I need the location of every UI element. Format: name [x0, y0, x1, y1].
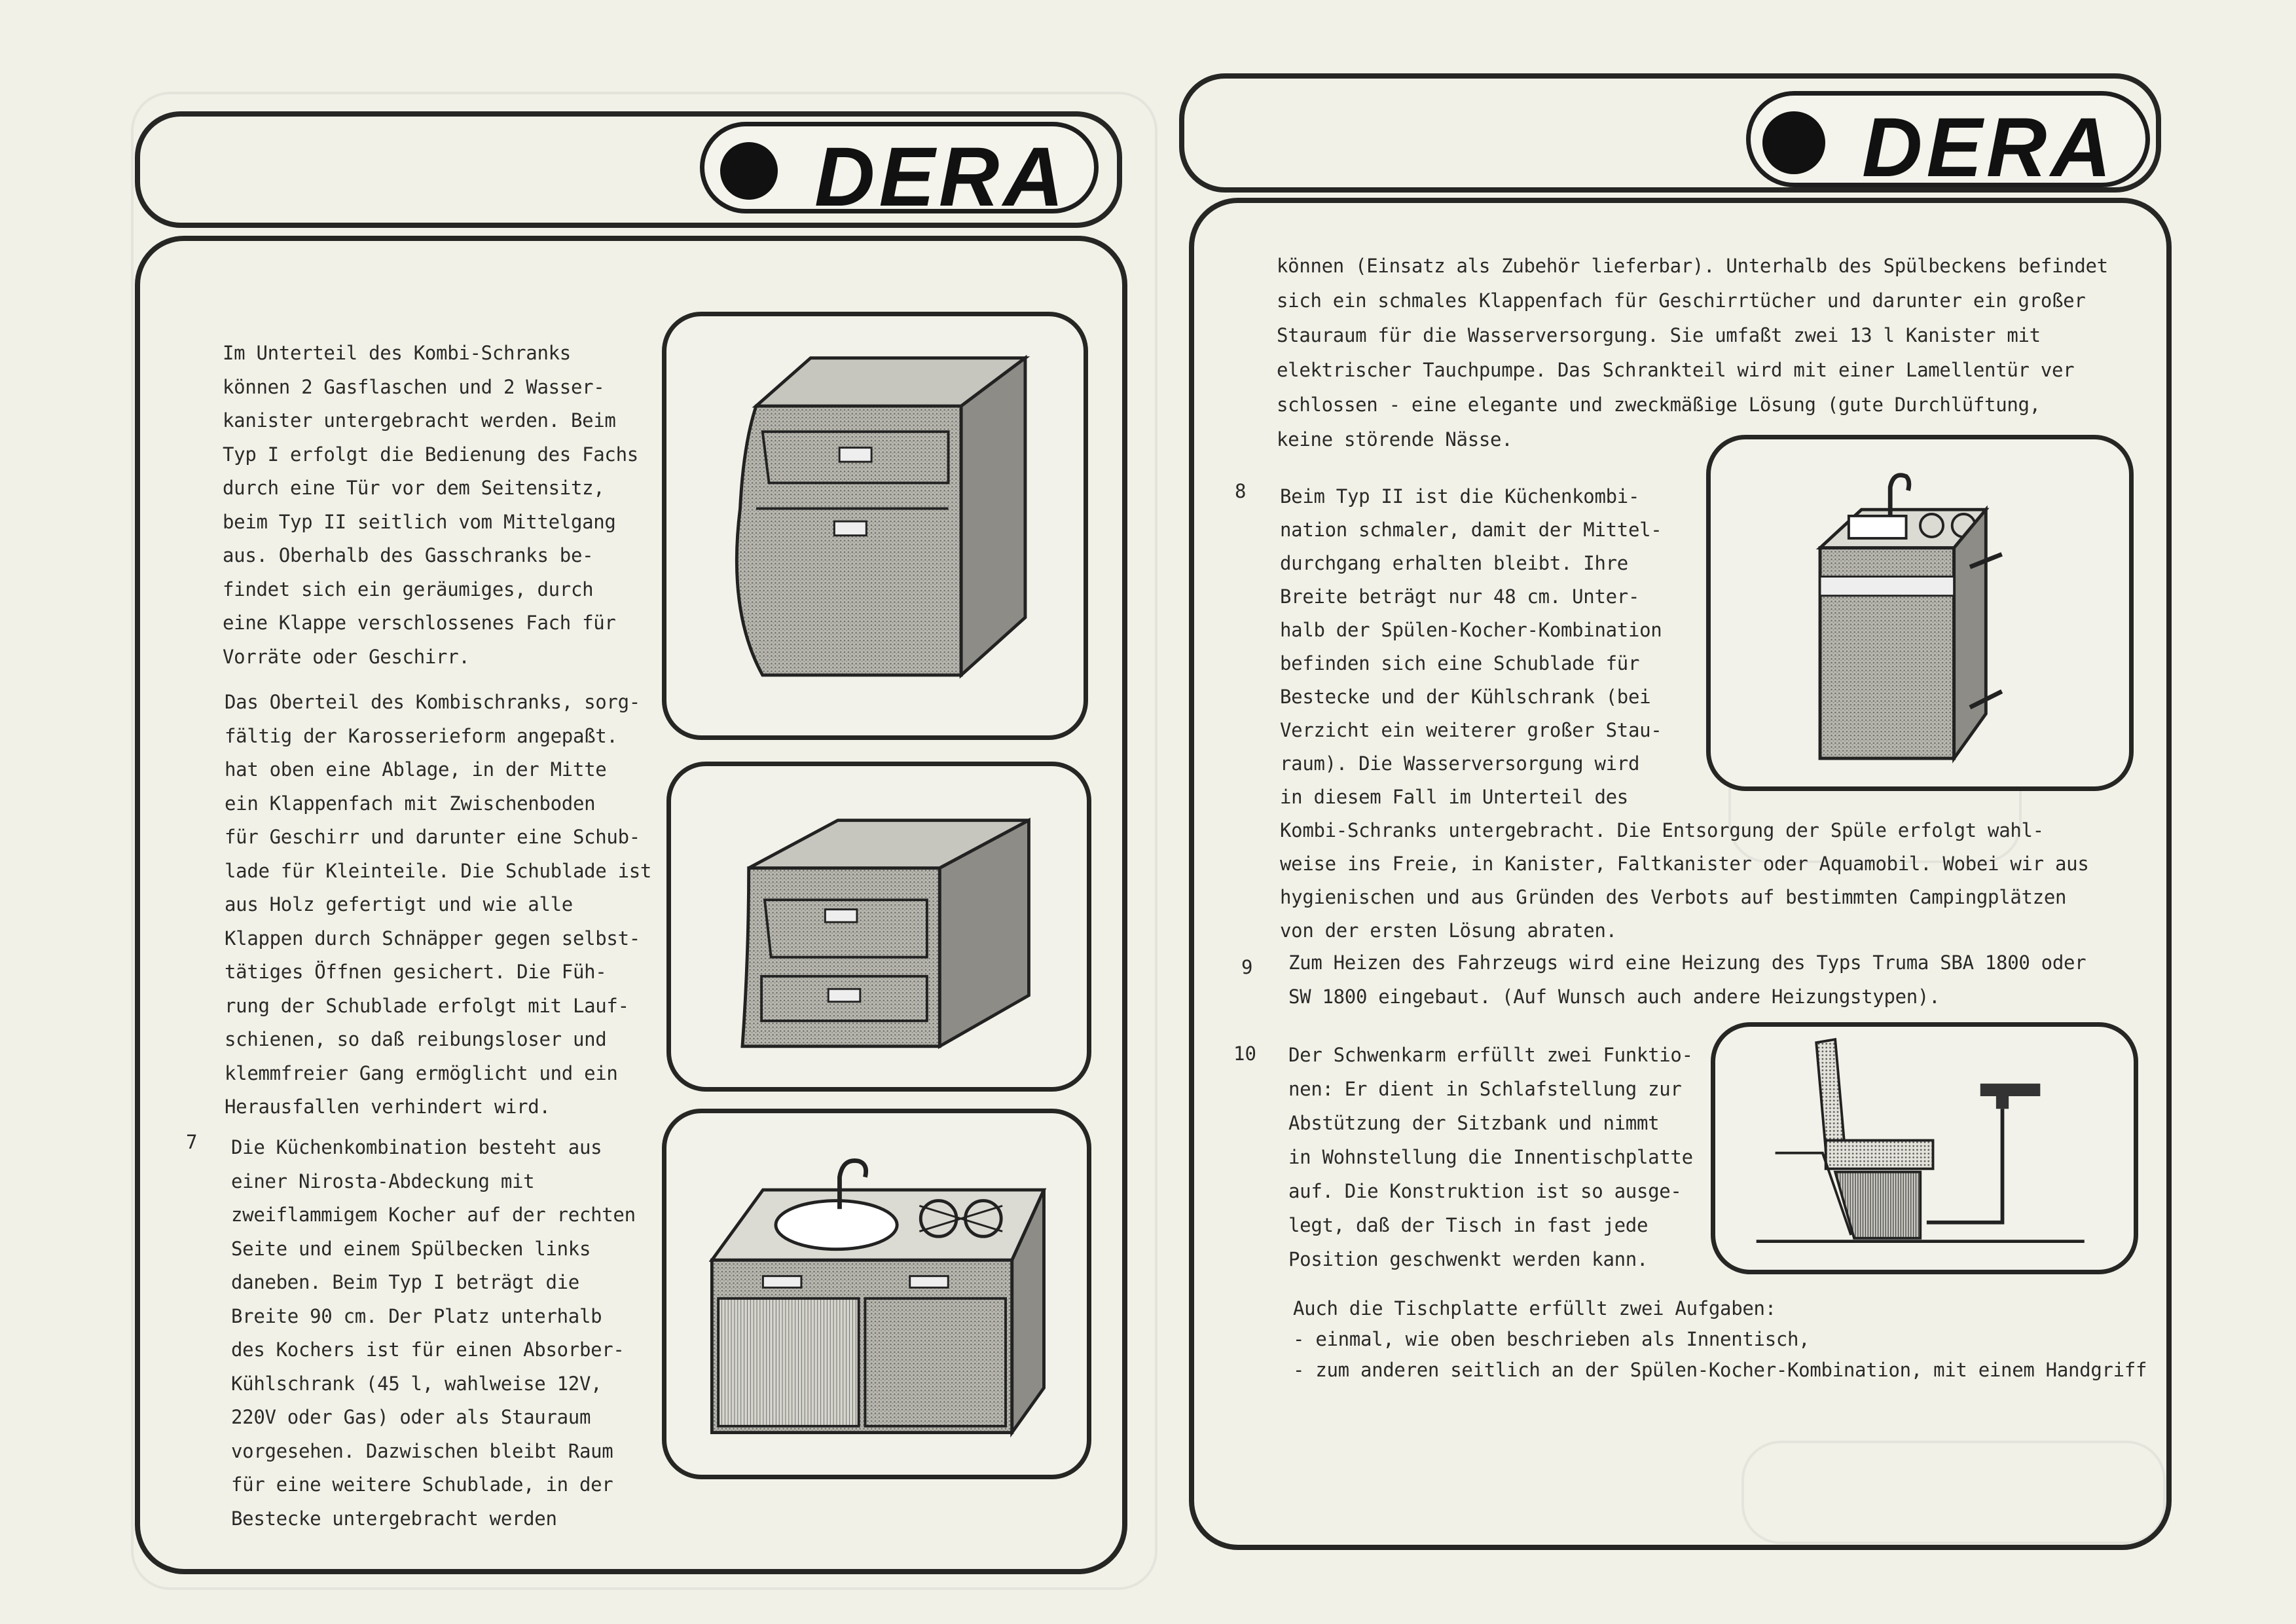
text-line: fältig der Karosserieform angepaßt. — [225, 724, 618, 747]
text-line: ein Klappenfach mit Zwischenboden — [225, 792, 596, 815]
text-line: klemmfreier Gang ermöglicht und ein — [225, 1061, 618, 1084]
text-line: Breite 90 cm. Der Platz unterhalb — [231, 1304, 602, 1327]
text-line: findet sich ein geräumiges, durch — [223, 578, 594, 600]
text-line: auf. Die Konstruktion ist so ausge- — [1288, 1180, 1682, 1202]
kitchen-combination-illustration — [662, 1109, 1091, 1479]
text-line: vorgesehen. Dazwischen bleibt Raum — [231, 1439, 613, 1462]
cabinet-illustration — [662, 312, 1088, 740]
logo-dot-icon — [720, 142, 778, 200]
text-line: Position geschwenkt werden kann. — [1288, 1248, 1649, 1270]
text-line: Das Oberteil des Kombischranks, sorg- — [225, 691, 640, 713]
right-item-10: Der Schwenkarm erfüllt zwei Funktio-nen:… — [1288, 1038, 1693, 1276]
upper-cabinet-illustration — [666, 762, 1091, 1092]
text-line: kanister untergebracht werden. Beim — [223, 409, 616, 432]
text-line: hygienischen und aus Gründen des Verbots… — [1280, 886, 2067, 908]
text-line: Herausfallen verhindert wird. — [225, 1096, 551, 1118]
text-line: Bestecke und der Kühlschrank (bei — [1280, 686, 1651, 708]
right-table-paragraph: Auch die Tischplatte erfüllt zwei Aufgab… — [1293, 1293, 2147, 1386]
text-line: elektrischer Tauchpumpe. Das Schrankteil… — [1277, 359, 2075, 381]
text-line: aus Holz gefertigt und wie alle — [225, 893, 573, 915]
text-line: 220V oder Gas) oder als Stauraum — [231, 1406, 591, 1428]
text-line: daneben. Beim Typ I beträgt die — [231, 1271, 579, 1293]
text-line: Seite und einem Spülbecken links — [231, 1237, 591, 1260]
text-line: aus. Oberhalb des Gasschranks be- — [223, 544, 594, 566]
logo-text: DERA — [814, 130, 1068, 224]
text-line: einer Nirosta-Abdeckung mit — [231, 1170, 535, 1192]
text-line: - einmal, wie oben beschrieben als Innen… — [1293, 1328, 1810, 1350]
text-line: lade für Kleinteile. Die Schublade ist — [225, 859, 652, 882]
text-line: halb der Spülen-Kocher-Kombination — [1280, 619, 1662, 641]
text-line: durch eine Tür vor dem Seitensitz, — [223, 477, 605, 499]
right-item-8: Beim Typ II ist die Küchenkombi-nation s… — [1280, 480, 2089, 948]
text-line: rung der Schublade erfolgt mit Lauf- — [225, 994, 629, 1017]
text-line: Verzicht ein weiterer großer Stau- — [1280, 719, 1662, 741]
text-line: in diesem Fall im Unterteil des — [1280, 786, 1628, 808]
text-line: Im Unterteil des Kombi-Schranks — [223, 342, 571, 364]
text-line: von der ersten Lösung abraten. — [1280, 919, 1617, 942]
item-number: 8 — [1235, 480, 1247, 502]
text-line: Breite beträgt nur 48 cm. Unter- — [1280, 585, 1640, 608]
text-line: weise ins Freie, in Kanister, Faltkanist… — [1280, 853, 2089, 875]
right-item-9: Zum Heizen des Fahrzeugs wird eine Heizu… — [1288, 946, 2086, 1014]
text-line: Auch die Tischplatte erfüllt zwei Aufgab… — [1293, 1297, 1776, 1320]
text-line: Die Küchenkombination besteht aus — [231, 1136, 602, 1158]
text-line: beim Typ II seitlich vom Mittelgang — [223, 510, 616, 533]
text-line: Abstützung der Sitzbank und nimmt — [1288, 1112, 1660, 1134]
text-line: Klappen durch Schnäpper gegen selbst- — [225, 927, 640, 950]
right-paragraph-continued: können (Einsatz als Zubehör lieferbar). … — [1277, 249, 2108, 457]
show-through — [131, 92, 1157, 1590]
text-line: zweiflammigem Kocher auf der rechten — [231, 1204, 636, 1226]
text-line: Stauraum für die Wasserversorgung. Sie u… — [1277, 324, 2041, 346]
text-line: Zum Heizen des Fahrzeugs wird eine Heizu… — [1288, 951, 2086, 974]
right-content-frame — [1189, 198, 2172, 1550]
narrow-kitchen-illustration — [1706, 435, 2134, 791]
text-line: können 2 Gasflaschen und 2 Wasser- — [223, 375, 605, 398]
text-line: für eine weitere Schublade, in der — [231, 1473, 613, 1496]
left-paragraph-2: Das Oberteil des Kombischranks, sorg-fäl… — [225, 686, 651, 1124]
logo-text: DERA — [1862, 101, 2115, 194]
right-header-frame — [1179, 73, 2161, 193]
text-line: des Kochers ist für einen Absorber- — [231, 1338, 625, 1361]
text-line: eine Klappe verschlossenes Fach für — [223, 612, 616, 634]
left-paragraph-1: Im Unterteil des Kombi-Schranks können 2 … — [223, 337, 638, 674]
swivel-arm-table-illustration — [1711, 1022, 2138, 1274]
text-line: in Wohnstellung die Innentischplatte — [1288, 1146, 1693, 1168]
left-header-frame — [135, 111, 1122, 228]
text-line: sich ein schmales Klappenfach für Geschi… — [1277, 289, 2086, 312]
text-line: Der Schwenkarm erfüllt zwei Funktio- — [1288, 1044, 1693, 1066]
text-line: Kombi-Schranks untergebracht. Die Entsor… — [1280, 819, 2044, 841]
right-logo: DERA — [1746, 91, 2150, 194]
text-line: schlossen - eine elegante und zweckmäßig… — [1277, 394, 2041, 416]
left-logo: DERA — [700, 122, 1099, 219]
text-line: tätiges Öffnen gesichert. Die Füh- — [225, 961, 607, 983]
text-line: raum). Die Wasserversorgung wird — [1280, 752, 1640, 775]
text-line: befinden sich eine Schublade für — [1280, 652, 1640, 674]
text-line: hat oben eine Ablage, in der Mitte — [225, 758, 607, 781]
text-line: nation schmaler, damit der Mittel- — [1280, 519, 1662, 541]
item-number: 7 — [186, 1131, 198, 1153]
logo-dot-icon — [1762, 111, 1825, 174]
text-line: für Geschirr und darunter eine Schub- — [225, 826, 640, 848]
item-number: 10 — [1233, 1043, 1256, 1065]
text-line: legt, daß der Tisch in fast jede — [1288, 1214, 1649, 1236]
text-line: Typ I erfolgt die Bedienung des Fachs — [223, 443, 638, 466]
text-line: durchgang erhalten bleibt. Ihre — [1280, 552, 1628, 574]
left-content-frame — [135, 236, 1127, 1574]
text-line: nen: Er dient in Schlafstellung zur — [1288, 1078, 1682, 1100]
item-number: 9 — [1241, 956, 1253, 978]
text-line: Beim Typ II ist die Küchenkombi- — [1280, 485, 1640, 507]
text-line: Vorräte oder Geschirr. — [223, 645, 470, 668]
text-line: - zum anderen seitlich an der Spülen-Koc… — [1293, 1359, 2147, 1381]
show-through — [1741, 1441, 2166, 1544]
left-item-7: Die Küchenkombination besteht aus einer N… — [231, 1131, 636, 1536]
text-line: Bestecke untergebracht werden — [231, 1507, 557, 1530]
text-line: können (Einsatz als Zubehör lieferbar). … — [1277, 255, 2108, 277]
text-line: schienen, so daß reibungsloser und — [225, 1028, 607, 1050]
text-line: keine störende Nässe. — [1277, 428, 1513, 451]
text-line: SW 1800 eingebaut. (Auf Wunsch auch ande… — [1288, 985, 1941, 1008]
text-line: Kühlschrank (45 l, wahlweise 12V, — [231, 1372, 602, 1395]
